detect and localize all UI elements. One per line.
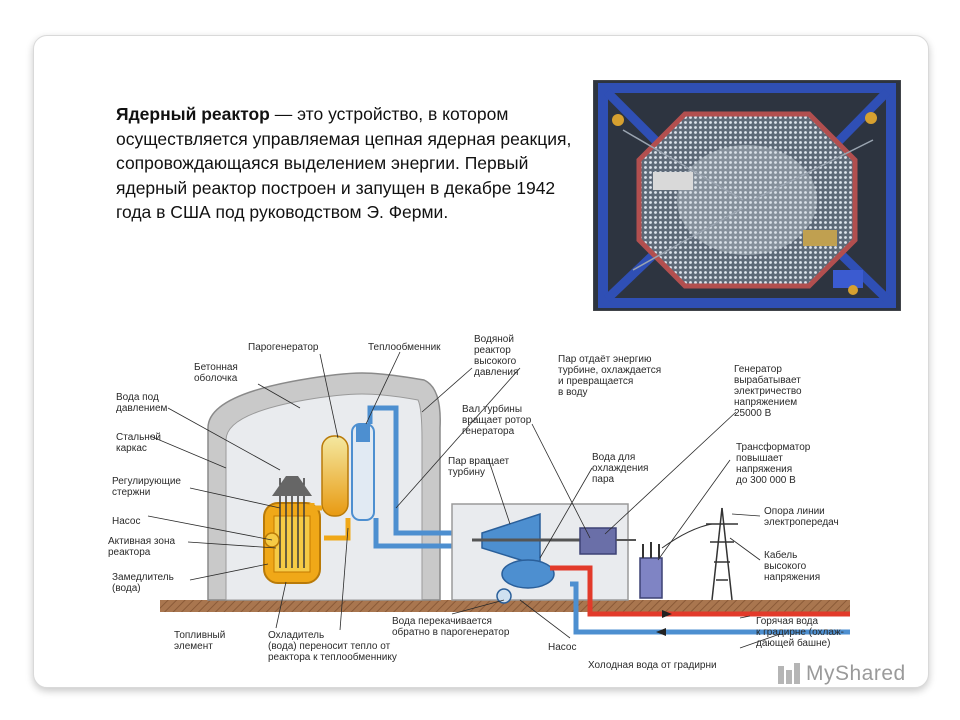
label-transformator: Трансформатор повышает напряжения до 300…: [736, 441, 813, 486]
ground-strip: [160, 600, 850, 612]
label-generator: Генератор вырабатывает электричество нап…: [734, 364, 804, 419]
label-val-turbiny: Вал турбины вращает ротор генератора: [462, 403, 534, 437]
hot-water-line: [550, 565, 850, 617]
label-goryachaya-voda: Горячая вода к градирне (охлаж- дающей б…: [756, 616, 847, 649]
label-vodyanoy-reaktor: Водяной реактор высокого давления: [474, 334, 519, 378]
label-betonnaya: Бетонная оболочка: [194, 362, 241, 384]
label-voda-pod-davleniem: Вода под давлением: [116, 392, 168, 414]
label-ohladitel: Охладитель (вода) переносит тепло от реа…: [268, 630, 397, 663]
label-toplivny: Топливный элемент: [174, 630, 228, 652]
heat-exchanger-cap: [356, 424, 370, 442]
label-par-vrashchaet: Пар вращает турбину: [448, 456, 512, 478]
npp-schematic: Парогенератор Теплообменник Насос Насос …: [108, 334, 850, 671]
label-holodnaya-voda: Холодная вода от градирни: [588, 660, 717, 671]
label-voda-perekachivaetsya: Вода перекачивается обратно в парогенера…: [392, 616, 510, 638]
logo-bar-icon: [786, 670, 792, 684]
label-stalnoy-karkas: Стальной каркас: [116, 432, 164, 454]
feedwater-pump: [496, 588, 512, 604]
label-nasos-bottom: Насос: [548, 642, 576, 653]
label-kabel: Кабель высокого напряжения: [764, 549, 820, 583]
label-reguliruyushchie: Регулирующие стержни: [112, 476, 184, 498]
power-tower: [706, 507, 738, 601]
label-nasos-left: Насос: [112, 516, 140, 527]
steam-generator: [321, 435, 349, 517]
watermark-text: MyShared: [806, 662, 906, 685]
intro-definition: — это устройство, в котором осуществляет…: [116, 104, 572, 222]
generator: [579, 527, 617, 555]
intro-paragraph: Ядерный реактор — это устройство, в кото…: [116, 102, 594, 225]
label-parogenerator: Парогенератор: [248, 342, 319, 353]
label-opora: Опора линии электропередач: [764, 506, 839, 528]
logo-bar-icon: [778, 666, 784, 684]
logo-bar-icon: [794, 663, 800, 684]
cold-water-line: [570, 581, 850, 635]
reactor-core-photo: [593, 80, 901, 311]
control-rod-drive: [272, 476, 312, 496]
label-voda-dlya-ohlazhdeniya: Вода для охлаждения пара: [592, 452, 651, 485]
label-aktivnaya-zona: Активная зона реактора: [108, 536, 178, 558]
watermark-logo: [778, 663, 800, 684]
label-zamedlitel: Замедлитель (вода): [112, 572, 177, 594]
transformer: [639, 557, 663, 599]
condenser: [501, 559, 555, 589]
intro-term: Ядерный реактор: [116, 104, 270, 124]
label-par-otdaet: Пар отдаёт энергию турбине, охлаждается …: [558, 354, 664, 398]
label-teploobmennik: Теплообменник: [368, 341, 441, 353]
